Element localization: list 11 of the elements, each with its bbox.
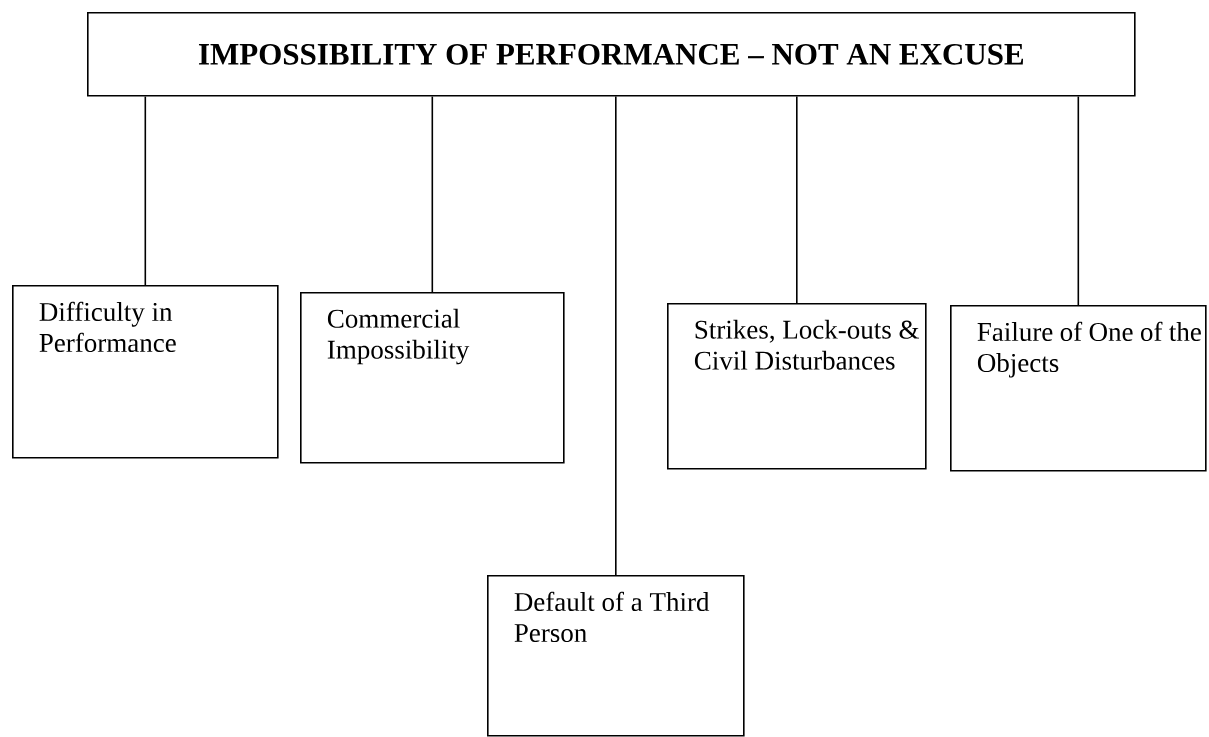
category-box: Default of a Third Person xyxy=(487,575,745,737)
title-box: IMPOSSIBILITY OF PERFORMANCE – NOT AN EXCUSE xyxy=(87,12,1136,97)
connector-line xyxy=(431,95,434,293)
connector-line xyxy=(615,95,617,576)
connector-line xyxy=(144,95,147,286)
category-box: Commercial Impossibility xyxy=(300,292,565,464)
connector-line xyxy=(1077,95,1080,306)
connector-line xyxy=(796,95,798,304)
category-box: Difficulty in Performance xyxy=(12,285,279,459)
category-box: Strikes, Lock-outs & Civil Disturbances xyxy=(667,303,927,470)
category-box: Failure of One of the Objects xyxy=(950,305,1207,472)
